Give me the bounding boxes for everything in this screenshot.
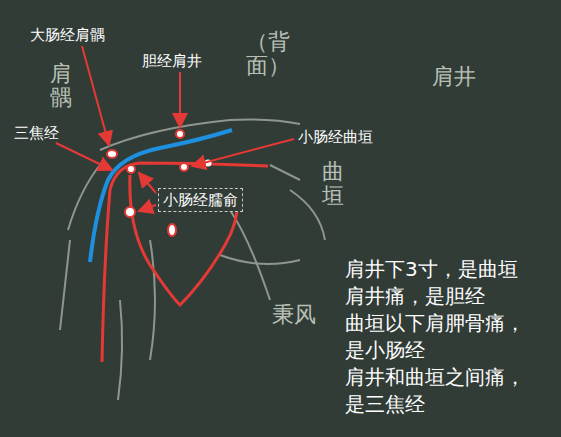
chalk-writing: 肩髃 <box>50 62 72 110</box>
chalk-writing: 秉风 <box>272 300 316 330</box>
note-text: 肩井痛，是胆经 <box>345 283 535 310</box>
chalk-outline <box>60 120 325 401</box>
point-label: 三焦经 <box>14 124 59 142</box>
point-label: 小肠经曲垣 <box>298 128 373 146</box>
chalk-writing: （背面） <box>246 30 268 78</box>
point-label: 大肠经肩髃 <box>30 26 105 44</box>
point-label: 小肠经臑俞 <box>158 188 243 212</box>
chalk-writing: 肩井 <box>432 62 476 92</box>
meridian-line <box>102 163 268 362</box>
note-text: 曲垣以下肩胛骨痛，是小肠经 <box>345 310 535 364</box>
acupoint <box>107 130 188 236</box>
chalk-writing: 曲垣 <box>322 160 344 208</box>
note-text: 肩井下3寸，是曲垣 <box>345 256 535 283</box>
note-text: 肩井和曲垣之间痛，是三焦经 <box>345 364 535 418</box>
point-label: 胆经肩井 <box>142 52 202 70</box>
